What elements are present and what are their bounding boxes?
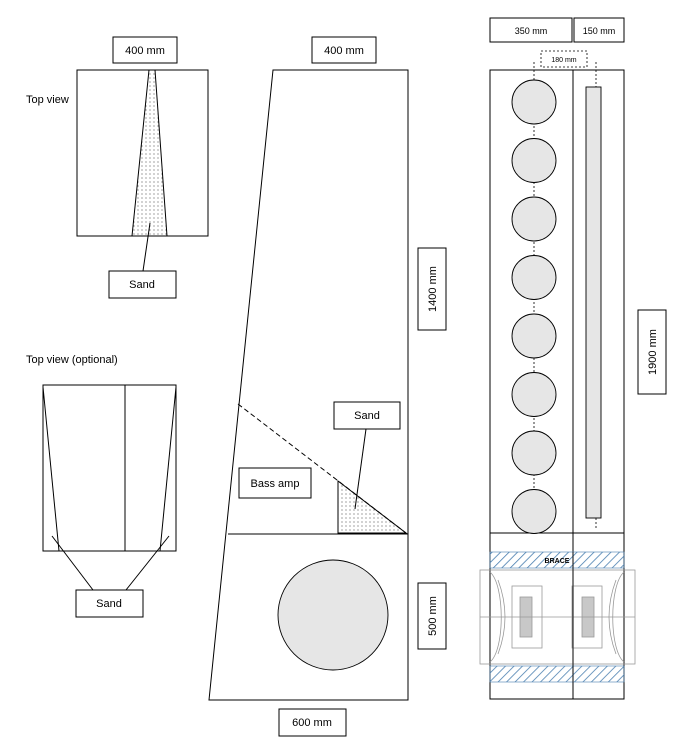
top-view-optional-group: Top view (optional) Sand [26,354,177,618]
sand-leader-1 [142,222,151,272]
dim-1900-label: 1900 mm [647,329,659,375]
brace-top [489,551,625,569]
dim-600-label: 600 mm [292,717,332,729]
dim-400-side-label: 400 mm [324,45,364,57]
dim-150-box [573,17,625,43]
midrange-driver [511,372,557,417]
sand-box-1 [108,270,177,299]
bass-amp-label: Bass amp [251,478,300,490]
dim-400-top-box [112,36,178,64]
dim-500-label: 500 mm [427,596,439,636]
dim-400-side-box [311,36,377,64]
bass-amp-box [238,467,312,499]
dim-400-top-label: 400 mm [125,45,165,57]
side-view-group: 400 mm Sand Bass amp 1400 mm 500 mm 600 … [208,36,447,737]
top-view-label: Top view [26,94,69,106]
dim-350-label: 350 mm [515,26,548,36]
bass-driver [277,559,389,671]
sand-leader-2b [125,535,170,591]
dim-180-label: 180 mm [551,57,576,64]
front-outline [489,69,625,700]
sand-leader-2a [51,535,94,591]
dim-500-box [417,582,447,650]
dim-600-box [278,708,347,737]
midrange-driver [511,489,557,534]
brace-bottom [489,665,625,683]
top-view-optional-outline [42,384,177,552]
dim-1400-label: 1400 mm [427,266,439,312]
sand-label-2: Sand [96,598,122,610]
sand-label-3: Sand [354,410,380,422]
side-profile [208,69,409,701]
dim-1900-box [637,309,667,395]
dim-1400-box [417,247,447,331]
woofer-motor-assembly [479,569,636,665]
right-sand-line [159,386,177,552]
left-sand-line [42,386,60,552]
ribbon-tweeter [585,86,602,519]
sand-wedge [131,69,168,237]
dim-180-box [540,50,588,68]
midrange-driver [511,255,557,300]
brace-label: BRACE [545,558,570,565]
midrange-driver [511,313,557,359]
midrange-driver [511,79,557,125]
sand-triangle [337,479,408,534]
sand-box-2 [75,589,144,618]
top-view-group: Top view 400 mm Sand [26,36,209,299]
sand-box-3 [333,401,401,430]
midrange-driver-array [511,79,557,534]
midrange-driver [511,196,557,242]
midrange-driver [511,430,557,476]
top-view-optional-label: Top view (optional) [26,354,118,366]
front-view-group: 350 mm 150 mm 180 mm BRACE [479,17,667,700]
dim-350-box [489,17,573,43]
midrange-driver [511,138,557,183]
sand-leader-3 [354,428,367,510]
sand-label-1: Sand [129,279,155,291]
dim-150-label: 150 mm [583,26,616,36]
